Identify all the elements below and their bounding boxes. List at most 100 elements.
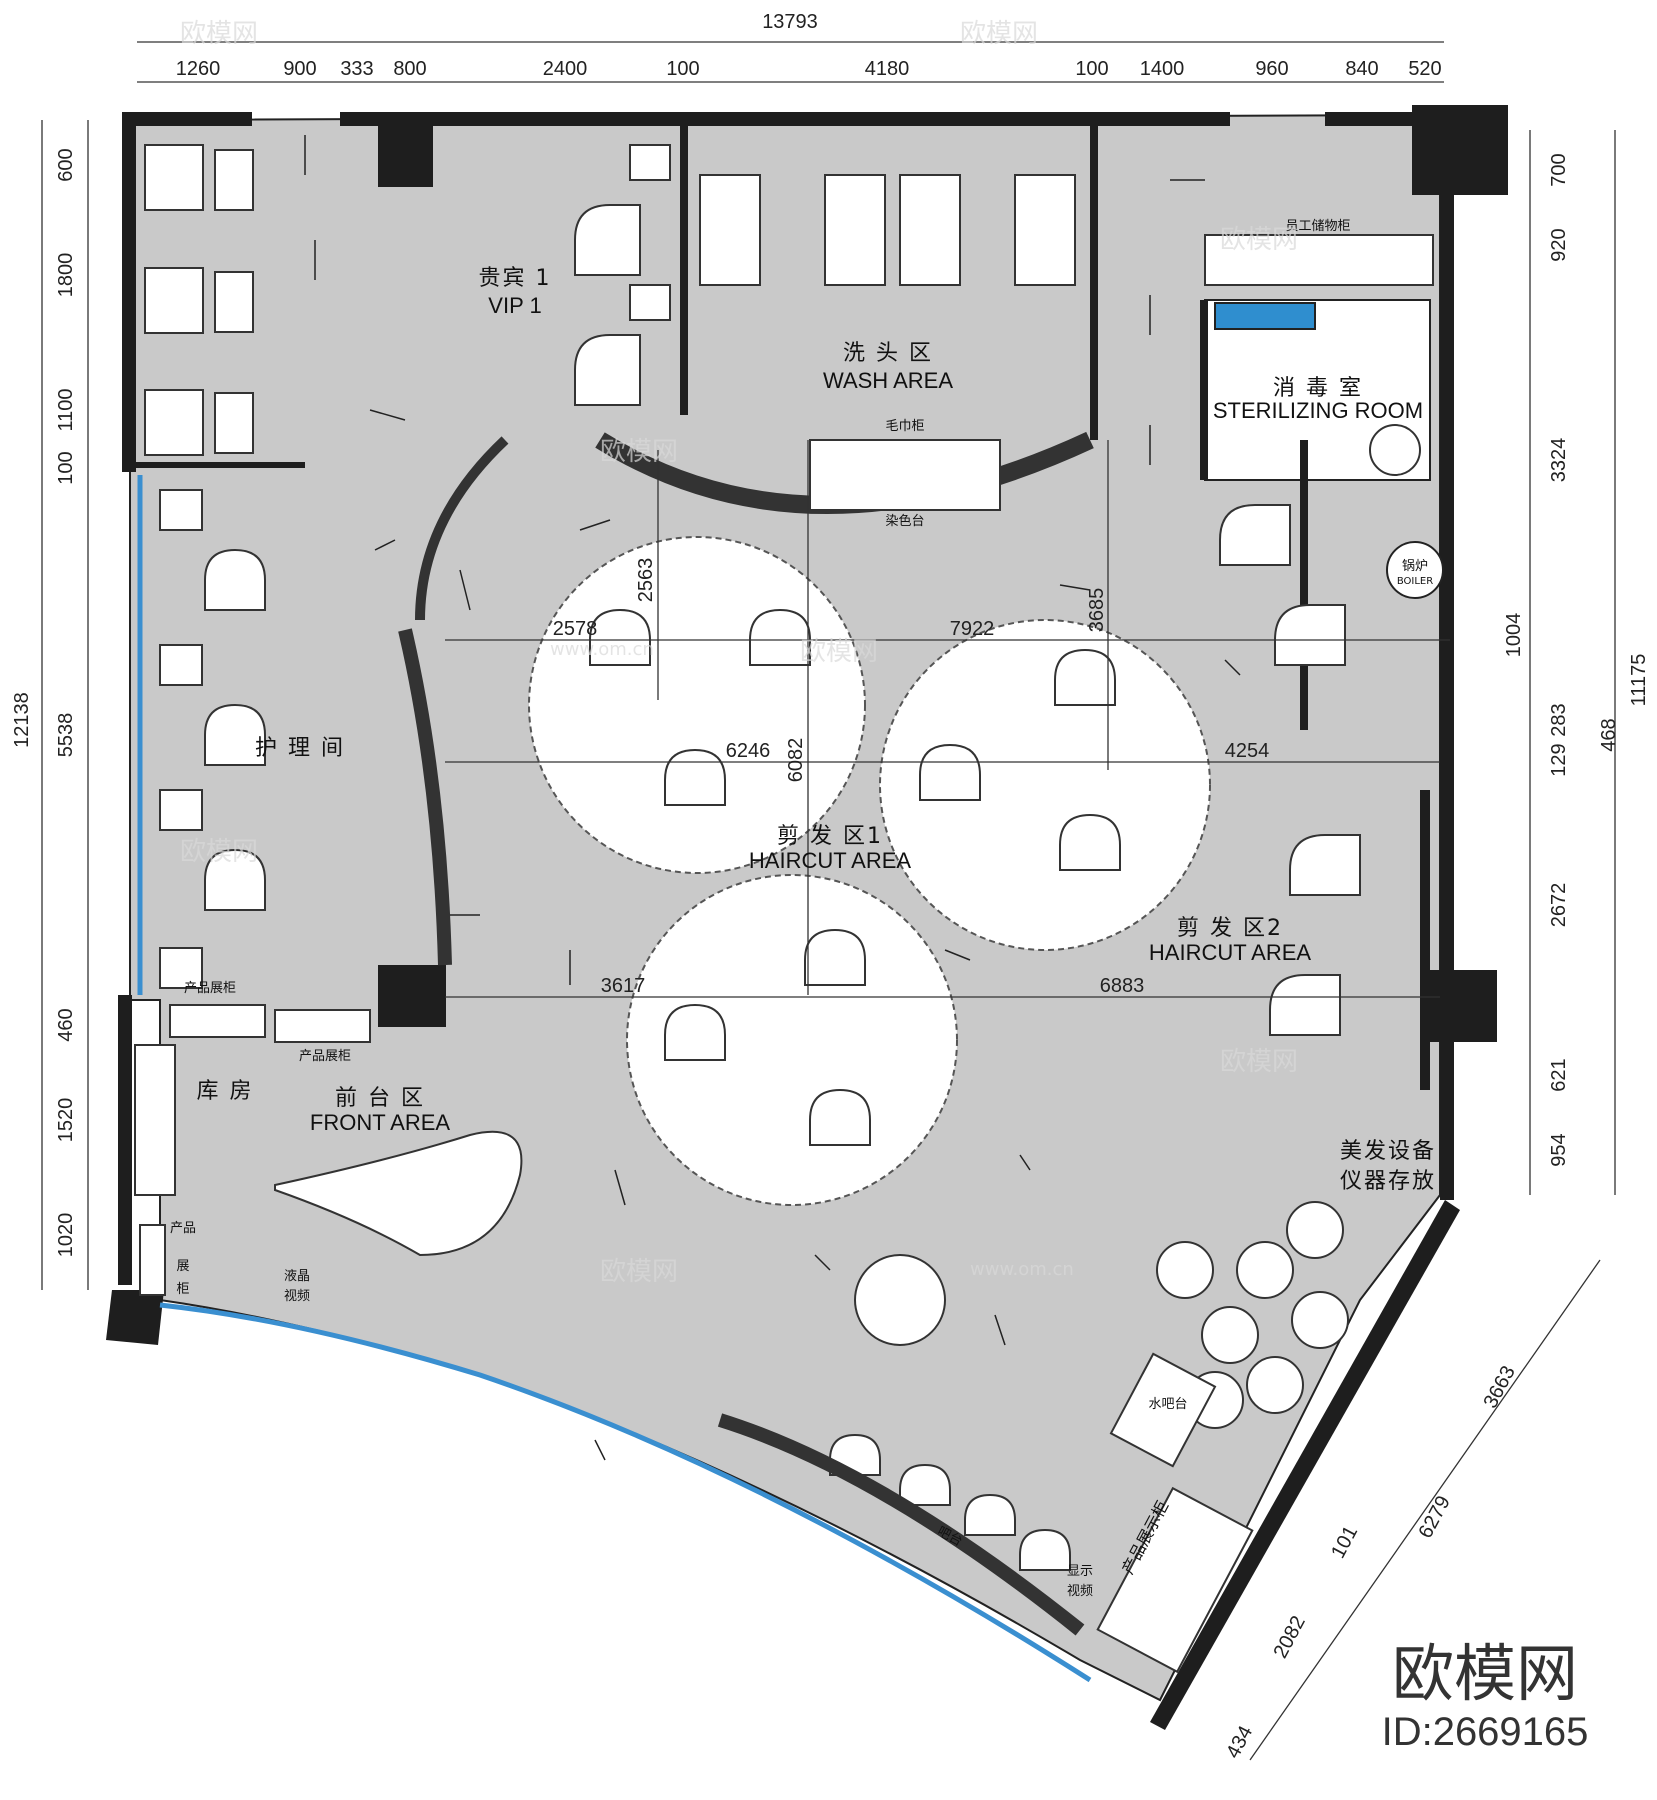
outer-walls (106, 105, 1508, 1730)
staff-lockers (1204, 234, 1434, 476)
interior-dim: 2578 (553, 618, 598, 640)
top-dim: 520 (1408, 58, 1441, 80)
dye-table-label: 染色台 (885, 513, 924, 529)
interior-dim: 4254 (1225, 740, 1270, 762)
haircut2-label-en: HAIRCUT AREA (1149, 940, 1312, 965)
bar-chairs (829, 1433, 1071, 1571)
towel-cabinet-label: 毛巾柜 (885, 419, 924, 434)
haircut-station-2 (879, 619, 1211, 951)
round-table (854, 1254, 946, 1346)
bar-counter (717, 1413, 1085, 1636)
haircut-station-3 (626, 874, 958, 1206)
watermark-text: 欧模网 (1220, 225, 1298, 255)
water-bar-label: 水吧台 (1148, 1397, 1187, 1412)
diag-dim: 2082 (1270, 1612, 1310, 1662)
right-dim: 283 (1548, 703, 1570, 736)
watermark-text: 欧模网 (180, 19, 258, 49)
haircut-station-1 (528, 536, 866, 874)
interior-dim: 3617 (601, 975, 646, 997)
top-dim: 1400 (1140, 58, 1185, 80)
display-label-1: 显示 (1067, 1564, 1093, 1579)
watermark-text: 欧模网 (800, 637, 878, 667)
right-dim: 2672 (1548, 883, 1570, 928)
sterilize-label-cn: 消 毒 室 (1273, 376, 1363, 401)
watermark-text: 欧模网 (1220, 1047, 1298, 1077)
haircut-area-2-chairs (1219, 504, 1361, 1036)
interior-dim: 7922 (950, 618, 995, 640)
watermark-url: www.om.cn (970, 1259, 1074, 1280)
haircut1-label-cn: 剪 发 区1 (777, 824, 883, 849)
staff-locker-label: 员工储物柜 (1285, 219, 1350, 234)
interior-dim: 6082 (785, 738, 807, 783)
diag-dim: 101 (1327, 1522, 1362, 1562)
watermarks: 欧模网 欧模网 欧模网 欧模网 欧模网 欧模网 欧模网 欧模网 www.om.c… (180, 19, 1298, 1287)
top-dimensions: 1260 900 333 800 2400 100 4180 100 1400 … (176, 58, 1442, 80)
lcd-label-2: 视频 (284, 1289, 310, 1304)
right-dim: 129 (1548, 743, 1570, 776)
vip-seating (144, 144, 671, 456)
right-dim: 3324 (1548, 438, 1570, 483)
right-dim: 920 (1548, 228, 1570, 261)
product-cabinet-vertical-1: 产品 (170, 1221, 196, 1236)
glass-wall-curved (159, 1302, 1092, 1683)
partitions (135, 125, 1430, 1090)
boiler-label-en: BOILER (1397, 576, 1433, 587)
right-dim: 954 (1548, 1133, 1570, 1166)
watermark-text: 欧模网 (960, 19, 1038, 49)
display-label-2: 视频 (1067, 1584, 1093, 1599)
product-cabinet-label-1: 产品展柜 (184, 981, 236, 996)
diag-dim: 3663 (1480, 1362, 1520, 1412)
top-dim: 100 (666, 58, 699, 80)
watermark-text: 欧模网 (600, 1257, 678, 1287)
left-dim: 100 (55, 451, 77, 484)
care-room-chairs (159, 489, 266, 989)
right-dim-extra: 468 (1598, 718, 1620, 751)
top-dim: 333 (340, 58, 373, 80)
dimension-lines (41, 41, 1616, 1761)
equipment-label-1: 美发设备 (1340, 1139, 1436, 1164)
sterilize-label-en: STERILIZING ROOM (1213, 398, 1423, 423)
left-dim: 600 (55, 148, 77, 181)
right-dimensions: 700 920 3324 1004 283 129 2672 621 954 4… (1503, 153, 1650, 1166)
water-bar-cabinet (1109, 1352, 1217, 1468)
haircut2-label-cn: 剪 发 区2 (1177, 916, 1283, 941)
haircut-chairs-2 (919, 648, 1121, 871)
top-dim: 2400 (543, 58, 588, 80)
vip-label-cn: 贵宾 1 (479, 266, 552, 291)
left-dim: 5538 (55, 713, 77, 758)
left-dim: 460 (55, 1008, 77, 1041)
boiler-label-cn: 锅炉 (1402, 558, 1428, 574)
front-curved-wall (415, 436, 509, 621)
top-dim: 100 (1075, 58, 1108, 80)
product-cabinet-vertical-2: 展 (176, 1259, 189, 1274)
haircut-chairs-3 (664, 928, 871, 1146)
right-dim: 700 (1548, 153, 1570, 186)
reception-desk (274, 1130, 523, 1257)
product-shelves (134, 1004, 371, 1296)
top-dim: 1260 (176, 58, 221, 80)
interior-dim: 6246 (726, 740, 771, 762)
left-dim: 1520 (55, 1098, 77, 1143)
haircut1-label-en: HAIRCUT AREA (749, 848, 912, 873)
watermark-text: 欧模网 (180, 837, 258, 867)
interior-dim: 6883 (1100, 975, 1145, 997)
care-room-label: 护 理 间 (255, 736, 345, 761)
watermark-text: 欧模网 (600, 437, 678, 467)
room-labels: 贵宾 1 VIP 1 洗 头 区 WASH AREA 消 毒 室 STERILI… (197, 266, 1436, 1194)
front-label-en: FRONT AREA (310, 1110, 451, 1135)
left-dimensions: 600 1800 1100 100 5538 460 1520 1020 121… (11, 148, 77, 1257)
right-dim: 621 (1548, 1058, 1570, 1091)
watermark-url: www.om.cn (550, 639, 654, 660)
vip-label-en: VIP 1 (488, 293, 541, 318)
wash-label-en: WASH AREA (823, 368, 953, 393)
haircut-chairs-1 (589, 608, 811, 806)
brand-logo-text: 欧模网 (1392, 1637, 1578, 1710)
top-dim: 900 (283, 58, 316, 80)
product-cabinet-vertical-3: 柜 (176, 1282, 189, 1297)
interior-dim: 3685 (1086, 588, 1108, 633)
flow-arrows (304, 135, 1241, 1461)
right-dim: 1004 (1503, 613, 1525, 658)
interior-dimensions: 2578 2563 7922 3685 6246 6082 4254 3617 … (553, 558, 1270, 997)
top-dim: 840 (1345, 58, 1378, 80)
